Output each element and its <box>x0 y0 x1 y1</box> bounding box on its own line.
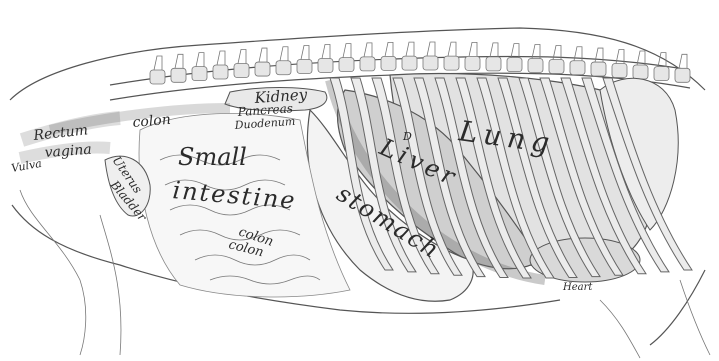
vertebra <box>423 56 438 70</box>
vertebra <box>570 61 585 75</box>
label-small: Small <box>178 143 247 171</box>
spinous-process <box>490 43 498 57</box>
vertebra <box>507 58 522 72</box>
vertebra <box>486 57 501 71</box>
label-vulva: Vulva <box>10 157 42 175</box>
spinous-process <box>322 44 330 58</box>
label-heart: Heart <box>562 282 593 293</box>
spinous-process <box>175 54 183 68</box>
spinous-process <box>385 42 393 56</box>
spinous-process <box>469 42 477 56</box>
spinous-process <box>238 49 246 63</box>
vertebra <box>612 63 627 77</box>
label-d: D <box>402 130 412 143</box>
spinous-process <box>301 46 309 60</box>
vertebra <box>192 67 207 81</box>
spinous-process <box>259 48 267 62</box>
vertebra <box>654 67 669 81</box>
spinous-process <box>511 44 519 58</box>
leg-hind-outline <box>20 190 121 355</box>
vertebra <box>528 58 543 72</box>
vertebra <box>276 61 291 75</box>
vertebra <box>402 56 417 70</box>
vertebra <box>633 65 648 79</box>
label-colon-upper: colon <box>132 112 171 131</box>
spinous-process <box>679 54 687 68</box>
vertebra <box>339 58 354 72</box>
vertebra <box>549 60 564 74</box>
vertebra <box>255 62 270 76</box>
label-vagina: vagina <box>44 142 92 161</box>
spinous-process <box>448 42 456 56</box>
vertebra <box>297 60 312 74</box>
vertebra <box>381 56 396 70</box>
vertebra <box>444 56 459 70</box>
label-rectum: Rectum <box>32 122 89 144</box>
spinous-process <box>196 53 204 67</box>
vertebra <box>171 68 186 82</box>
vertebra <box>675 68 690 82</box>
spinous-process <box>364 43 372 57</box>
vertebra <box>213 65 228 79</box>
spinous-process <box>217 51 225 65</box>
spinous-process <box>427 42 435 56</box>
spinous-process <box>406 42 414 56</box>
vertebra <box>150 70 165 84</box>
vertebra <box>360 57 375 71</box>
vertebra <box>318 58 333 72</box>
spinous-process <box>154 56 162 70</box>
vertebra <box>234 63 249 77</box>
vertebra <box>465 56 480 70</box>
vertebra <box>591 62 606 76</box>
spinous-process <box>343 44 351 58</box>
spinous-process <box>280 47 288 61</box>
